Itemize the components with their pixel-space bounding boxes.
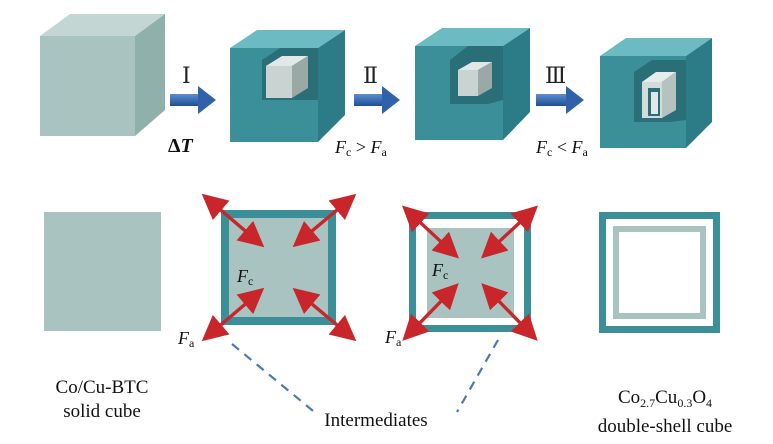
- fc-symbol: F: [536, 137, 547, 157]
- solid-cube-section: [44, 212, 161, 331]
- fc-label-1: Fc: [237, 266, 253, 289]
- dashed-connector-left: [231, 343, 319, 416]
- less-than: <: [556, 137, 567, 157]
- formula-cu: Cu: [655, 387, 678, 408]
- temperature-symbol: T: [180, 135, 193, 157]
- double-shell-section: [599, 212, 720, 333]
- formula-co-sub: 2.7: [640, 396, 656, 410]
- fa-symbol: F: [385, 327, 396, 347]
- condition-fc-lt-fa: Fc < Fa: [536, 137, 588, 160]
- force-arrows-1: [201, 193, 357, 342]
- fa-subscript: a: [189, 336, 195, 350]
- formula-co: Co: [617, 387, 641, 408]
- formula-cu-sub: 0.3: [677, 396, 693, 410]
- fa-label-1: Fa: [178, 328, 194, 351]
- intermediate-cube-2-3d: [415, 28, 530, 140]
- caption-double-shell: Co2.7Cu0.3O4 double-shell cube: [580, 386, 750, 439]
- condition-fc-gt-fa: Fc > Fa: [335, 137, 387, 160]
- formula-o: O: [692, 387, 707, 408]
- caption-intermediates: Intermediates: [324, 410, 428, 431]
- caption-solid-cube: Co/Cu-BTC solid cube: [37, 376, 167, 424]
- caption-solid-line2: solid cube: [63, 401, 141, 422]
- greater-than: >: [355, 137, 366, 157]
- dashed-connector-right: [456, 339, 499, 413]
- formula-o-sub: 4: [706, 396, 713, 410]
- intermediate-cube-1-3d: [230, 30, 345, 142]
- fa-symbol: F: [370, 137, 382, 157]
- process-arrow-1: [170, 86, 216, 114]
- step-numeral-3: Ⅲ: [545, 64, 567, 89]
- fa-subscript: a: [582, 145, 588, 159]
- fa-label-2: Fa: [385, 327, 401, 350]
- process-arrow-3: [536, 86, 584, 114]
- double-shell-cube-3d: [600, 38, 712, 148]
- fa-subscript: a: [396, 335, 402, 349]
- fc-label-2: Fc: [432, 260, 448, 283]
- fa-symbol: F: [571, 137, 583, 157]
- step-numeral-2: Ⅱ: [363, 64, 378, 89]
- force-arrows-2: [401, 205, 539, 341]
- fc-subscript: c: [248, 274, 254, 288]
- fc-symbol: F: [335, 137, 346, 157]
- step-numeral-1: Ⅰ: [182, 64, 191, 89]
- fc-subscript: c: [443, 268, 449, 282]
- fa-subscript: a: [381, 145, 387, 159]
- process-arrow-2: [354, 86, 400, 114]
- caption-solid-line1: Co/Cu-BTC: [55, 377, 149, 398]
- fc-symbol: F: [432, 260, 443, 280]
- caption-product-formula: Co2.7Cu0.3O4: [580, 386, 750, 415]
- delta-symbol: Δ: [168, 135, 181, 157]
- condition-delta-t: ΔT: [168, 135, 193, 158]
- fc-subscript: c: [547, 145, 553, 159]
- fa-symbol: F: [178, 328, 189, 348]
- caption-product-line2: double-shell cube: [597, 416, 733, 437]
- fc-subscript: c: [346, 145, 352, 159]
- solid-cube-3d: [40, 14, 165, 136]
- fc-symbol: F: [237, 266, 248, 286]
